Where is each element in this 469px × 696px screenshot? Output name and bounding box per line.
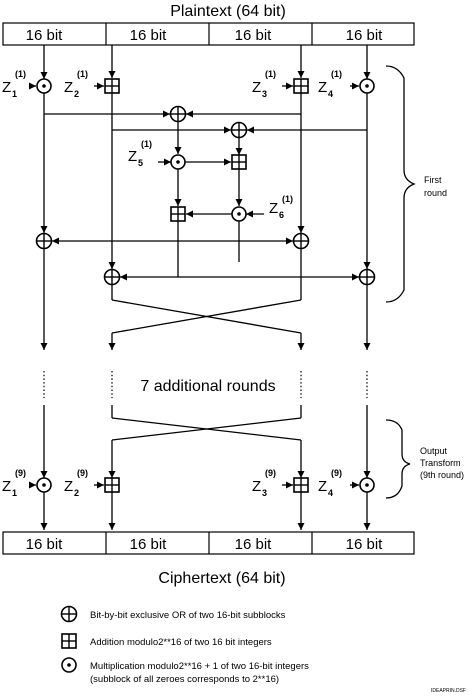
xor-op-r1-b [230, 121, 248, 139]
key-z5-r1: Z 5 (1) [128, 139, 152, 168]
ciphertext-block-1: 16 bit [26, 536, 64, 553]
key-z3-out: Z 3 (9) [252, 468, 276, 498]
file-tag: IDEAPRIN.DSF [431, 688, 466, 694]
output-label-2: Transform [420, 458, 461, 468]
xor-op-r1-e [103, 268, 121, 286]
svg-text:(1): (1) [331, 69, 342, 79]
plaintext-blocks: 16 bit 16 bit 16 bit 16 bit [2, 22, 415, 46]
legend-xor-icon [60, 605, 78, 623]
plaintext-block-3: 16 bit [235, 27, 273, 44]
first-round-label-1: First [424, 175, 442, 185]
svg-text:Z: Z [64, 79, 73, 96]
svg-text:Z: Z [318, 79, 327, 96]
mul-op-r1-1 [36, 78, 52, 94]
xor-op-r1-d [292, 232, 310, 250]
key-z2-out: Z 2 (9) [64, 468, 88, 498]
legend-mul-icon [61, 657, 77, 673]
svg-text:6: 6 [279, 210, 284, 220]
add-op-r1-ma1 [231, 154, 247, 170]
key-z4-out: Z 4 (9) [318, 468, 342, 498]
key-z1-out: Z 1 (9) [2, 468, 26, 498]
legend-mul-text-2: (subblock of all zeroes corresponds to 2… [90, 674, 279, 685]
key-z1-r1: Z 1 (1) [2, 69, 26, 99]
first-round-label-2: round [424, 188, 447, 198]
svg-text:Z: Z [2, 79, 11, 96]
xor-op-r1-a [169, 105, 187, 123]
ciphertext-block-4: 16 bit [346, 536, 384, 553]
add-op-out-2 [104, 477, 120, 493]
svg-text:Z: Z [252, 478, 261, 495]
mul-op-r1-6 [231, 206, 247, 222]
legend-add-text: Addition modulo2**16 of two 16 bit integ… [90, 637, 272, 648]
mul-op-out-4 [359, 477, 375, 493]
svg-text:Z: Z [318, 478, 327, 495]
svg-text:Z: Z [2, 478, 11, 495]
svg-text:1: 1 [12, 89, 17, 99]
svg-text:(1): (1) [77, 69, 88, 79]
output-transform-brace [385, 419, 411, 499]
svg-text:4: 4 [328, 488, 333, 498]
add-op-r1-2 [104, 78, 120, 94]
output-label-1: Output [420, 446, 448, 456]
key-z3-r1: Z 3 (1) [252, 69, 276, 99]
legend-mul-text-1: Multiplication modulo2**16 + 1 of two 16… [90, 661, 309, 672]
svg-text:(1): (1) [15, 69, 26, 79]
svg-text:5: 5 [138, 158, 143, 168]
xor-op-r1-c [35, 232, 53, 250]
svg-text:2: 2 [74, 488, 79, 498]
svg-text:4: 4 [328, 89, 333, 99]
add-op-out-3 [293, 477, 309, 493]
output-label-3: (9th round) [420, 470, 464, 480]
xor-op-r1-f [358, 268, 376, 286]
add-op-r1-3 [293, 78, 309, 94]
ciphertext-blocks: 16 bit 16 bit 16 bit 16 bit [2, 531, 415, 555]
svg-text:Z: Z [269, 200, 278, 217]
plaintext-block-1: 16 bit [26, 27, 64, 44]
svg-text:(1): (1) [141, 139, 152, 149]
mul-op-r1-4 [359, 78, 375, 94]
svg-text:1: 1 [12, 488, 17, 498]
svg-text:2: 2 [74, 89, 79, 99]
dotted-continuation [43, 371, 368, 398]
svg-text:Z: Z [64, 478, 73, 495]
svg-text:(9): (9) [77, 468, 88, 478]
svg-text:Z: Z [252, 79, 261, 96]
round1-wires [29, 45, 371, 350]
plaintext-title: Plaintext (64 bit) [170, 3, 286, 20]
svg-text:(9): (9) [331, 468, 342, 478]
svg-text:3: 3 [262, 488, 267, 498]
legend-xor-text: Bit-by-bit exclusive OR of two 16-bit su… [90, 610, 286, 621]
plaintext-block-4: 16 bit [346, 27, 384, 44]
key-z4-r1: Z 4 (1) [318, 69, 342, 99]
mul-op-out-1 [36, 477, 52, 493]
first-round-brace [385, 65, 416, 303]
output-wires [29, 405, 371, 530]
key-z2-r1: Z 2 (1) [64, 69, 88, 99]
legend: Bit-by-bit exclusive OR of two 16-bit su… [60, 605, 309, 685]
legend-add-icon [61, 633, 77, 649]
additional-rounds-label: 7 additional rounds [140, 378, 275, 395]
svg-text:(9): (9) [15, 468, 26, 478]
mul-op-r1-5 [170, 154, 186, 170]
plaintext-block-2: 16 bit [130, 27, 168, 44]
key-z6-r1: Z 6 (1) [269, 194, 293, 220]
add-op-r1-ma2 [170, 206, 186, 222]
ciphertext-block-2: 16 bit [130, 536, 168, 553]
svg-text:(1): (1) [265, 69, 276, 79]
ciphertext-title: Ciphertext (64 bit) [158, 570, 285, 587]
svg-text:(1): (1) [282, 194, 293, 204]
svg-text:(9): (9) [265, 468, 276, 478]
svg-text:3: 3 [262, 89, 267, 99]
svg-text:Z: Z [128, 148, 137, 165]
ciphertext-block-3: 16 bit [235, 536, 273, 553]
